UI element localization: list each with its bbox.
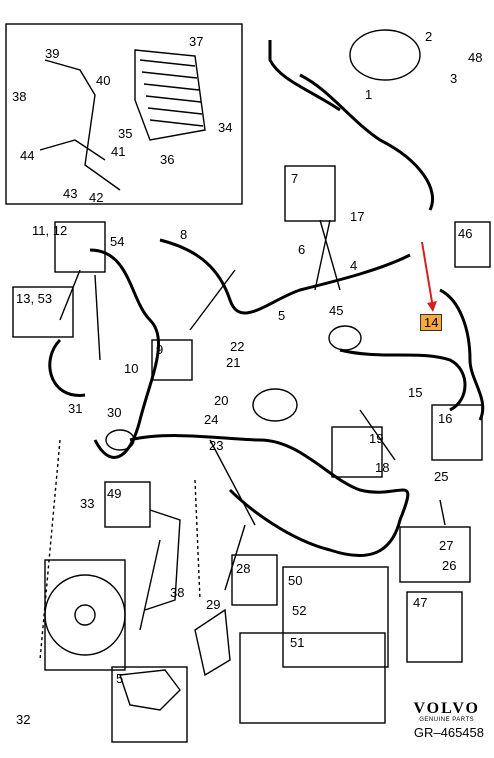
callout-34[interactable]: 34 — [218, 120, 233, 135]
callout-30[interactable]: 30 — [107, 405, 122, 420]
callout-19[interactable]: 19 — [369, 431, 384, 446]
reservoir-drawing — [349, 29, 421, 81]
callout-54[interactable]: 54 — [110, 234, 125, 249]
callout-37[interactable]: 37 — [189, 34, 204, 49]
box-7 — [284, 165, 336, 222]
callout-47[interactable]: 47 — [413, 595, 428, 610]
box-16 — [431, 404, 483, 461]
callout-11-12[interactable]: 11, 12 — [32, 223, 68, 238]
callout-4[interactable]: 4 — [350, 258, 358, 273]
callout-13-53[interactable]: 13, 53 — [16, 291, 53, 306]
callout-22[interactable]: 22 — [230, 339, 245, 354]
box-28 — [231, 554, 278, 606]
callout-24[interactable]: 24 — [204, 412, 219, 427]
box-27-26 — [399, 526, 471, 583]
callout-2[interactable]: 2 — [425, 29, 433, 44]
callout-17[interactable]: 17 — [350, 209, 365, 224]
box-50-51 — [282, 566, 389, 668]
callout-7[interactable]: 7 — [291, 171, 299, 186]
callout-44[interactable]: 44 — [20, 148, 35, 163]
callout-27[interactable]: 27 — [439, 538, 454, 553]
callout-45[interactable]: 45 — [329, 303, 344, 318]
callout-5[interactable]: 5 — [278, 308, 286, 323]
callout-8[interactable]: 8 — [180, 227, 188, 242]
callout-40[interactable]: 40 — [96, 73, 111, 88]
callout-15[interactable]: 15 — [408, 385, 423, 400]
callout-48[interactable]: 48 — [468, 50, 483, 65]
callout-29[interactable]: 29 — [206, 597, 221, 612]
callout-9[interactable]: 9 — [156, 342, 164, 357]
callout-42[interactable]: 42 — [89, 190, 104, 205]
callout-20[interactable]: 20 — [214, 393, 229, 408]
volvo-logo: VOLVO GENUINE PARTS — [413, 700, 480, 723]
hose-main — [89, 248, 160, 459]
callout-10[interactable]: 10 — [124, 361, 139, 376]
callout-41[interactable]: 41 — [111, 144, 126, 159]
callout-38[interactable]: 38 — [12, 89, 27, 104]
callout-35[interactable]: 35 — [118, 126, 133, 141]
callout-5-box[interactable]: 5 — [116, 671, 124, 686]
callout-18[interactable]: 18 — [375, 460, 390, 475]
callout-26[interactable]: 26 — [442, 558, 457, 573]
fan-drawing — [44, 574, 126, 656]
brand-logo-text: VOLVO — [413, 700, 480, 717]
callout-50[interactable]: 50 — [288, 573, 303, 588]
callout-51[interactable]: 51 — [290, 635, 305, 650]
radiator-detail-box — [5, 23, 243, 205]
highlight-arrow — [421, 241, 433, 303]
callout-39[interactable]: 39 — [45, 46, 60, 61]
box-roof — [239, 632, 386, 724]
callout-31[interactable]: 31 — [68, 401, 83, 416]
callout-6[interactable]: 6 — [298, 242, 306, 257]
callout-36[interactable]: 36 — [160, 152, 175, 167]
callout-32[interactable]: 32 — [16, 712, 31, 727]
callout-1[interactable]: 1 — [365, 87, 373, 102]
brand-sub-text: GENUINE PARTS — [419, 717, 475, 723]
callout-23[interactable]: 23 — [209, 438, 224, 453]
callout-43[interactable]: 43 — [63, 186, 78, 201]
radiator-drawing — [134, 49, 206, 141]
callout-16[interactable]: 16 — [438, 411, 453, 426]
box-49 — [104, 481, 151, 528]
callout-46[interactable]: 46 — [458, 226, 473, 241]
callout-49[interactable]: 49 — [107, 486, 122, 501]
callout-25[interactable]: 25 — [434, 469, 449, 484]
callout-38-fan[interactable]: 38 — [170, 585, 185, 600]
callout-33[interactable]: 33 — [80, 496, 95, 511]
box-11-12 — [54, 221, 106, 273]
callout-28[interactable]: 28 — [236, 561, 251, 576]
box-19-18 — [331, 426, 383, 478]
box-13-53 — [12, 286, 74, 338]
box-46 — [454, 221, 491, 268]
box-5b — [111, 666, 188, 743]
callout-21[interactable]: 21 — [226, 355, 241, 370]
callout-52[interactable]: 52 — [292, 603, 307, 618]
reference-number: GR–465458 — [413, 725, 484, 740]
callout-14-highlighted[interactable]: 14 — [420, 314, 443, 331]
box-47 — [406, 591, 463, 663]
callout-3[interactable]: 3 — [450, 71, 458, 86]
box-9 — [151, 339, 193, 381]
